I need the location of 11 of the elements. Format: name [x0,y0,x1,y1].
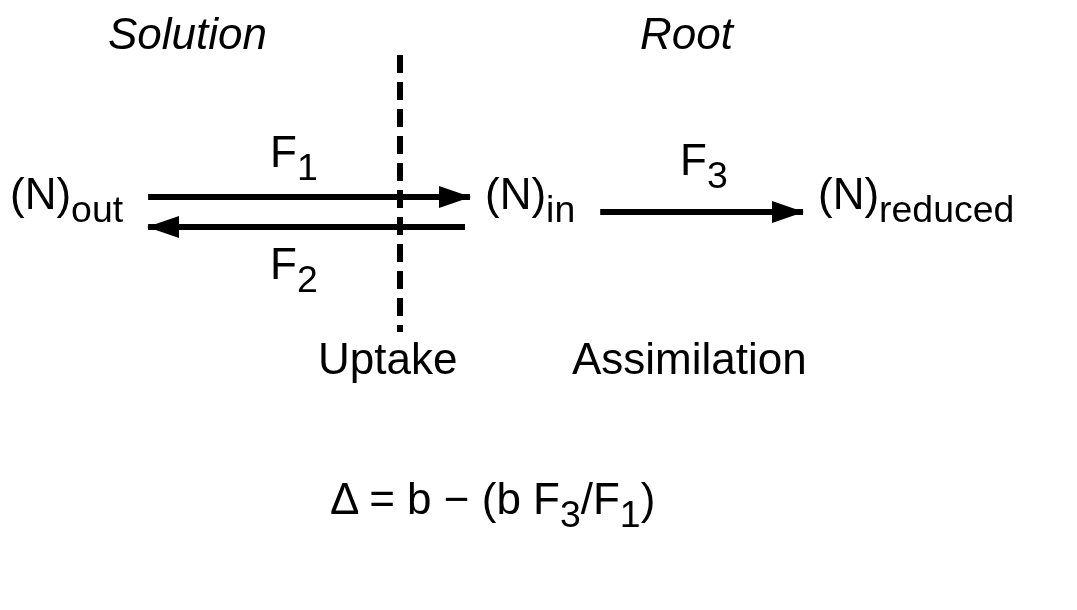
zone-label: Root [640,10,733,59]
pool-label: (N)$_{in}$ [485,170,576,231]
equation: Δ = b − (b F$_{3}$/F$_{1}$) [330,475,656,536]
arrow [148,186,471,208]
process-label: Assimilation [572,335,807,384]
zone-label: Solution [108,10,267,59]
pool-label: (N)$_{reduced}$ [818,170,1015,231]
pool-label: (N)$_{out}$ [10,170,124,231]
arrow [147,216,465,238]
arrow [600,201,804,223]
process-label: Uptake [318,335,458,384]
